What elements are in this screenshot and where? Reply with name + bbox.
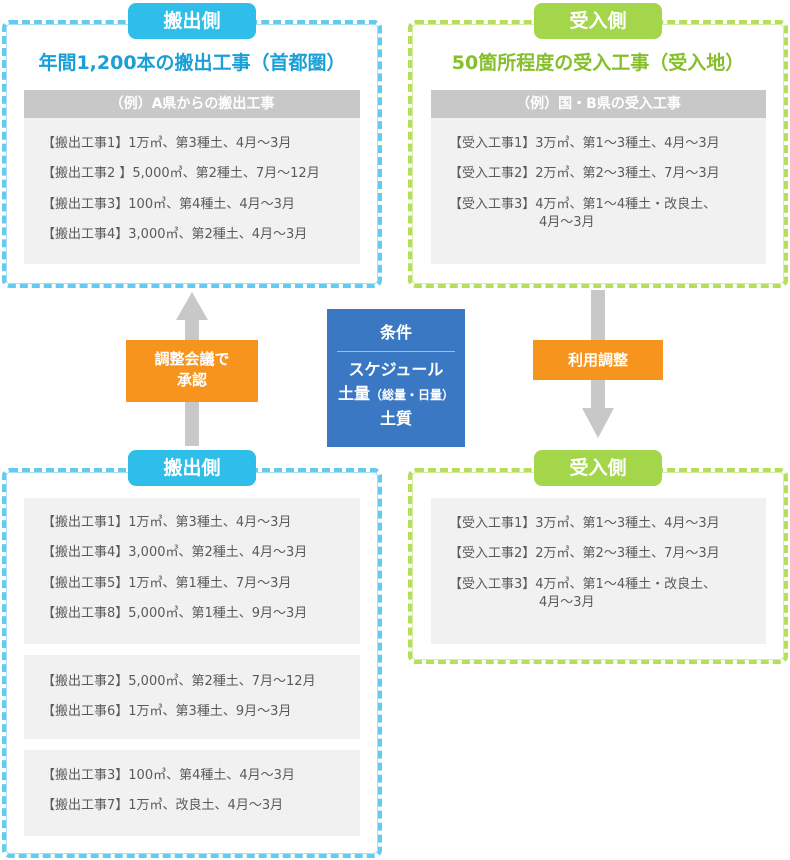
- list-item: 【搬出工事4】3,000㎥、第2種土、4月〜3月: [42, 227, 308, 242]
- list-item: 【搬出工事2】5,000㎥、第2種土、7月〜12月: [42, 674, 316, 689]
- top-left-tag: 搬出側: [128, 3, 256, 39]
- left-arrow-label: 調整会議で 承認: [126, 340, 258, 402]
- conditions-schedule: スケジュール: [348, 360, 444, 379]
- left-arrow-label-line1: 調整会議で: [154, 350, 230, 368]
- conditions-title: 条件: [379, 323, 412, 342]
- right-arrow-label: 利用調整: [533, 340, 663, 380]
- list-item: 【受入工事3】4万㎥、第1〜4種土・改良土、: [449, 577, 717, 592]
- list-item: 【受入工事1】3万㎥、第1〜3種土、4月〜3月: [449, 516, 720, 531]
- conditions-soil: 土質: [379, 409, 412, 428]
- top-right-headline: 50箇所程度の受入工事（受入地）: [451, 52, 745, 74]
- list-item: 【搬出工事7】1万㎥、改良土、4月〜3月: [42, 798, 284, 813]
- top-right-tag: 受入側: [534, 3, 662, 39]
- conditions-volume-note: （総量・日量）: [370, 388, 455, 402]
- list-item: 【搬出工事2 】5,000㎥、第2種土、7月〜12月: [42, 166, 320, 181]
- conditions-box: 条件 スケジュール 土量（総量・日量） 土質: [327, 309, 465, 447]
- bottom-left-tag: 搬出側: [128, 450, 256, 486]
- list-item: 【搬出工事4】3,000㎥、第2種土、4月〜3月: [42, 545, 308, 560]
- up-arrow-icon: [176, 292, 208, 320]
- list-item: 【受入工事2】2万㎥、第2〜3種土、7月〜3月: [449, 166, 720, 181]
- list-item: 【搬出工事8】5,000㎥、第1種土、9月〜3月: [42, 606, 308, 621]
- bottom-left-group-3: 【搬出工事3】100㎥、第4種土、4月〜3月 【搬出工事7】1万㎥、改良土、4月…: [24, 750, 360, 836]
- top-left-subheader: （例）A県からの搬出工事: [24, 90, 360, 118]
- left-arrow-label-line2: 承認: [176, 371, 207, 389]
- list-item: 【搬出工事1】1万㎥、第3種土、4月〜3月: [42, 515, 292, 530]
- bottom-left-group-1: 【搬出工事1】1万㎥、第3種土、4月〜3月 【搬出工事4】3,000㎥、第2種土…: [24, 498, 360, 644]
- list-item: 【受入工事3】4万㎥、第1〜4種土・改良土、: [449, 197, 717, 212]
- conditions-divider: [337, 351, 455, 352]
- bottom-right-items-box: 【受入工事1】3万㎥、第1〜3種土、4月〜3月 【受入工事2】2万㎥、第2〜3種…: [431, 498, 766, 644]
- bottom-left-group-2: 【搬出工事2】5,000㎥、第2種土、7月〜12月 【搬出工事6】1万㎥、第3種…: [24, 655, 360, 739]
- down-arrow-icon: [582, 408, 614, 438]
- list-item: 4月〜3月: [539, 215, 595, 230]
- list-item: 【受入工事1】3万㎥、第1〜3種土、4月〜3月: [449, 136, 720, 151]
- list-item: 【搬出工事3】100㎥、第4種土、4月〜3月: [42, 197, 295, 212]
- list-item: 【搬出工事5】1万㎥、第1種土、7月〜3月: [42, 576, 292, 591]
- bottom-right-tag: 受入側: [534, 450, 662, 486]
- list-item: 【搬出工事3】100㎥、第4種土、4月〜3月: [42, 768, 295, 783]
- conditions-volume: 土量（総量・日量）: [327, 382, 465, 407]
- top-left-items-box: 【搬出工事1】1万㎥、第3種土、4月〜3月 【搬出工事2 】5,000㎥、第2種…: [24, 118, 360, 264]
- list-item: 【搬出工事1】1万㎥、第3種土、4月〜3月: [42, 136, 292, 151]
- top-right-subheader: （例）国・B県の受入工事: [431, 90, 766, 118]
- top-right-items-box: 【受入工事1】3万㎥、第1〜3種土、4月〜3月 【受入工事2】2万㎥、第2〜3種…: [431, 118, 766, 264]
- list-item: 【受入工事2】2万㎥、第2〜3種土、7月〜3月: [449, 546, 720, 561]
- list-item: 【搬出工事6】1万㎥、第3種土、9月〜3月: [42, 704, 292, 719]
- list-item: 4月〜3月: [539, 595, 595, 610]
- conditions-volume-main: 土量: [337, 384, 370, 403]
- top-left-headline: 年間1,200本の搬出工事（首都圏）: [38, 52, 346, 74]
